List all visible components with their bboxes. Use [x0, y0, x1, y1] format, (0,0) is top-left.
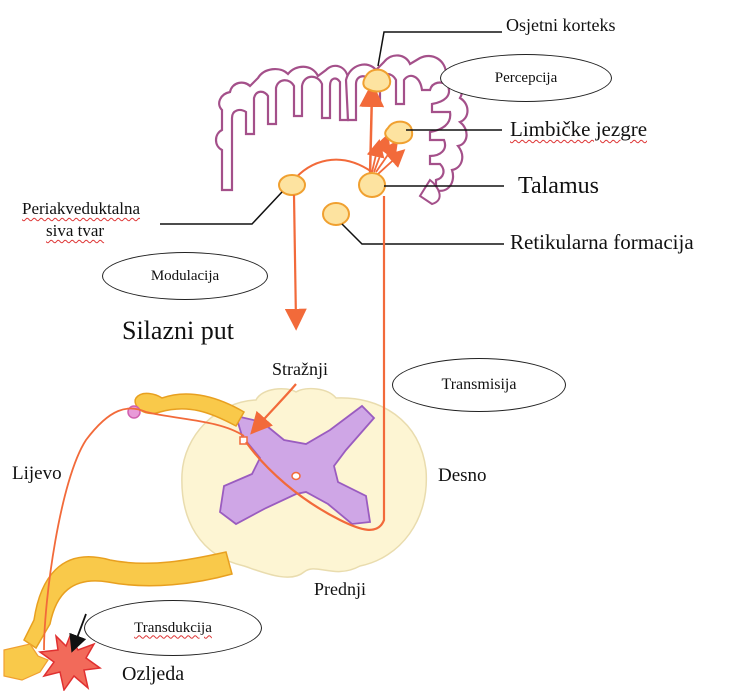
anterior-label: Prednji [314, 580, 366, 598]
reticular-nucleus [323, 203, 349, 225]
limbic-nuclei-label: Limbičke jezgre [510, 119, 647, 140]
limbic-nucleus [385, 122, 412, 144]
perception-label: Percepcija [495, 70, 557, 87]
perception-oval: Percepcija [440, 54, 612, 102]
transmission-oval: Transmisija [392, 358, 566, 412]
posterior-label: Stražnji [272, 360, 328, 378]
sensory-cortex-label: Osjetni korteks [506, 16, 616, 34]
pag-label-line2: siva tvar [46, 222, 104, 239]
descending-path-label: Silazni put [122, 318, 234, 344]
central-canal [292, 473, 300, 480]
pag-label-line1: Periakveduktalna [22, 200, 140, 217]
transduction-label: Transdukcija [134, 620, 212, 637]
transduction-oval: Transdukcija [84, 600, 262, 656]
sensory-cortex-nucleus [363, 70, 390, 92]
injury-label: Ozljeda [122, 664, 184, 684]
thalamus-to-cortex-arrow [370, 92, 372, 176]
modulation-label: Modulacija [151, 268, 219, 285]
cortex-outline [216, 66, 348, 190]
injury-tissue [4, 644, 48, 680]
right-label: Desno [438, 466, 487, 485]
reticular-leader [342, 224, 504, 244]
pag-nucleus [279, 175, 305, 195]
modulation-oval: Modulacija [102, 252, 268, 300]
transmission-label: Transmisija [442, 376, 517, 394]
thalamus-nucleus [359, 173, 385, 197]
descending-arrow-brain [294, 195, 296, 322]
reticular-formation-label: Retikularna formacija [510, 232, 694, 253]
injury-burst [40, 636, 100, 690]
thalamus-label: Talamus [518, 174, 599, 198]
left-label: Lijevo [12, 464, 62, 483]
pag-leader [160, 192, 282, 224]
